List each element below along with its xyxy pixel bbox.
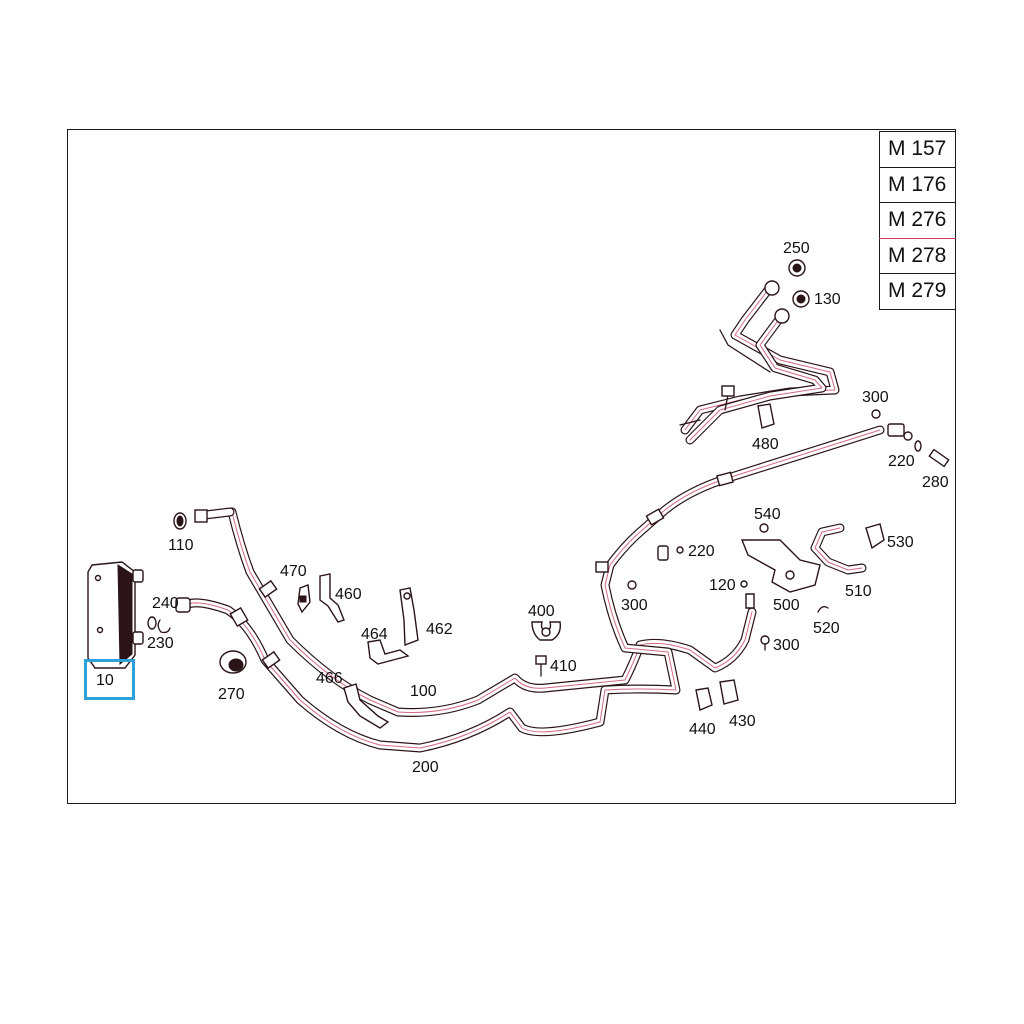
label-300-upper[interactable]: 300 (862, 389, 889, 406)
upper-fittings (764, 280, 790, 324)
label-130[interactable]: 130 (814, 291, 841, 308)
variant-m276[interactable]: M 276 (879, 202, 956, 239)
variant-m157[interactable]: M 157 (879, 131, 956, 168)
label-410[interactable]: 410 (550, 658, 577, 675)
pipe-100[interactable] (227, 507, 757, 717)
label-510[interactable]: 510 (845, 583, 872, 600)
bracket-470[interactable] (297, 584, 311, 614)
bolt-300-upper[interactable] (871, 409, 881, 419)
label-110[interactable]: 110 (168, 537, 194, 554)
engine-variant-table: M 157 M 176 M 276 M 278 M 279 (879, 131, 956, 310)
pipe-inlet-110[interactable] (200, 507, 235, 520)
pipe-200[interactable] (183, 425, 885, 753)
label-270[interactable]: 270 (218, 686, 245, 703)
bracket-430[interactable] (719, 679, 739, 705)
ring-230[interactable] (147, 616, 157, 630)
label-220-upper[interactable]: 220 (888, 453, 915, 470)
sensor-120[interactable] (740, 580, 755, 609)
label-464[interactable]: 464 (361, 626, 388, 643)
label-540[interactable]: 540 (754, 506, 781, 523)
seal-250[interactable] (788, 259, 806, 277)
label-530[interactable]: 530 (887, 534, 914, 551)
clip-240[interactable] (157, 619, 171, 634)
label-462[interactable]: 462 (426, 621, 453, 638)
upper-hose-harness[interactable] (679, 285, 840, 445)
bolt-300-right[interactable] (760, 635, 770, 651)
label-220-mid[interactable]: 220 (688, 543, 715, 560)
bracket-440[interactable] (695, 687, 713, 711)
bolt-280[interactable] (928, 448, 950, 468)
seal-130[interactable] (792, 290, 810, 308)
label-400[interactable]: 400 (528, 603, 555, 620)
clip-480[interactable] (757, 403, 775, 429)
oil-cooler-10[interactable] (87, 561, 144, 669)
fitting-530[interactable] (865, 523, 885, 550)
bracket-462[interactable] (399, 587, 419, 647)
variant-m279[interactable]: M 279 (879, 273, 956, 310)
bushing-270[interactable] (219, 650, 247, 674)
label-280[interactable]: 280 (922, 474, 949, 491)
pipe-fittings (175, 423, 913, 670)
label-470[interactable]: 470 (280, 563, 307, 580)
variant-m278[interactable]: M 278 (879, 237, 956, 274)
bracket-500[interactable] (740, 539, 821, 593)
label-230[interactable]: 230 (147, 635, 174, 652)
label-300-left[interactable]: 300 (621, 597, 648, 614)
bolt-410[interactable] (535, 655, 547, 677)
hose-510[interactable] (810, 523, 867, 575)
variant-m176[interactable]: M 176 (879, 166, 956, 203)
seal-110[interactable] (173, 512, 187, 530)
label-200[interactable]: 200 (412, 759, 439, 776)
bracket-466[interactable] (343, 683, 390, 729)
label-466[interactable]: 466 (316, 670, 343, 687)
label-250[interactable]: 250 (783, 240, 810, 257)
callout-labels: 10 100 110 120 130 200 220 220 230 240 2… (96, 240, 949, 776)
label-240[interactable]: 240 (152, 595, 179, 612)
bolt-540[interactable] (759, 523, 769, 533)
bolt-300-lower-left[interactable] (627, 580, 637, 590)
clip-520[interactable] (817, 606, 829, 613)
label-100[interactable]: 100 (410, 683, 437, 700)
label-460[interactable]: 460 (335, 586, 362, 603)
label-300-right[interactable]: 300 (773, 637, 800, 654)
label-10[interactable]: 10 (96, 672, 114, 689)
label-500[interactable]: 500 (773, 597, 800, 614)
label-430[interactable]: 430 (729, 713, 756, 730)
highlight-box-part-10 (84, 659, 135, 700)
bracket-460[interactable] (319, 573, 345, 623)
label-440[interactable]: 440 (689, 721, 716, 738)
label-480[interactable]: 480 (752, 436, 779, 453)
clamp-400[interactable] (531, 621, 562, 641)
diagram-frame (67, 129, 956, 804)
label-520[interactable]: 520 (813, 620, 840, 637)
connector-220-mid[interactable] (657, 545, 684, 561)
label-120[interactable]: 120 (709, 577, 736, 594)
ring-220-upper[interactable] (914, 440, 922, 452)
bracket-464[interactable] (367, 639, 410, 665)
